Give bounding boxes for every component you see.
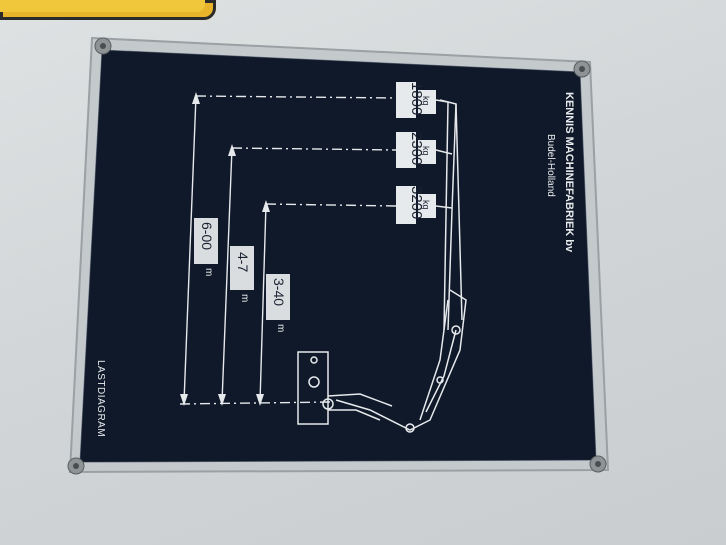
manufacturer-name: KENNIS MACHINEFABRIEK bv (563, 92, 575, 253)
kg-label-1: kg (421, 96, 431, 106)
height-box-3 (266, 274, 290, 320)
height-box-2 (230, 246, 254, 290)
height-label-1: 6-00 (199, 222, 215, 250)
load-label-3: 3200 (408, 186, 425, 219)
diagram-title: LASTDIAGRAM (95, 360, 106, 437)
manufacturer-location: Budel-Holland (545, 134, 556, 197)
load-box-2300 (396, 132, 436, 168)
forklift-mast-drawing (297, 99, 467, 433)
load-box-1800 (396, 82, 436, 118)
load-label-2: 2300 (408, 132, 425, 165)
arrow-icons (180, 92, 270, 406)
load-box-3200 (396, 186, 436, 224)
kg-label-3: kg (421, 200, 431, 210)
height-box-1 (194, 218, 218, 264)
dimension-lines (179, 95, 397, 405)
height-label-2: 4-7 (235, 252, 251, 272)
kg-label-2: kg (421, 146, 431, 156)
screw-icon (94, 37, 112, 55)
screw-icon (573, 60, 591, 78)
screw-icon (589, 455, 607, 473)
load-label-1: 1800 (408, 82, 425, 115)
m-label-2: m (239, 294, 250, 302)
screw-icon (67, 457, 85, 475)
m-label-3: m (275, 324, 286, 332)
plate-face (80, 50, 596, 462)
height-label-3: 3-40 (271, 278, 287, 306)
yellow-sticker (0, 0, 216, 20)
m-label-1: m (203, 268, 214, 276)
